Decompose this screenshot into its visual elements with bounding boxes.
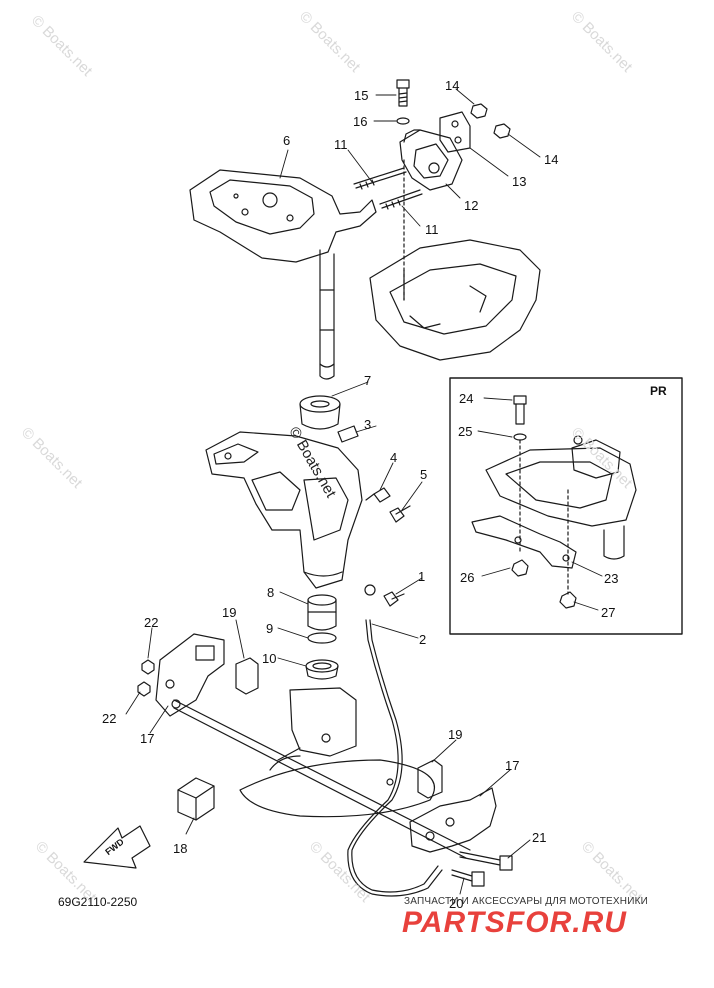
clamp-bracket-body — [239, 687, 435, 818]
callout-22: 22 — [102, 711, 117, 726]
pad-part-19-left — [235, 657, 259, 695]
brand-logo[interactable]: PARTSFOR.RU — [402, 906, 627, 939]
callout-9: 9 — [266, 621, 274, 636]
callout-6: 6 — [283, 133, 291, 148]
callout-26: 26 — [460, 570, 475, 585]
callout-12: 12 — [464, 198, 479, 213]
bolt-part-1 — [383, 591, 405, 607]
callout-11: 11 — [334, 137, 348, 152]
callout-19: 19 — [448, 727, 463, 742]
callout-13: 13 — [512, 174, 527, 189]
bushing-part-7 — [299, 395, 341, 430]
stud-part-11-upper — [353, 167, 407, 190]
callout-15: 15 — [354, 88, 369, 103]
callout-21: 21 — [532, 830, 547, 845]
washer-part-16 — [396, 117, 410, 125]
callout-27: 27 — [601, 605, 616, 620]
callout-11: 11 — [425, 222, 439, 237]
oring-part-9 — [307, 632, 337, 644]
steering-arm-part-6 — [189, 169, 377, 380]
callout-17: 17 — [505, 758, 520, 773]
upper-casing — [369, 159, 541, 361]
callout-18: 18 — [173, 841, 188, 856]
grease-nipple-part-4 — [365, 487, 391, 503]
pad-part-19-right — [417, 759, 443, 799]
callout-3: 3 — [364, 417, 372, 432]
callout-14: 14 — [445, 78, 460, 93]
callout-17: 17 — [140, 731, 155, 746]
swivel-bracket — [205, 431, 363, 589]
leader-lines — [125, 88, 603, 895]
clamp-part-17-right — [409, 787, 497, 853]
bolt-part-21 — [459, 851, 513, 871]
screw-part-5 — [389, 505, 411, 523]
bolt-part-15 — [396, 79, 410, 107]
callout-10: 10 — [262, 651, 277, 666]
mount-part-12 — [399, 129, 463, 191]
callout-20: 20 — [449, 896, 464, 911]
bolt-part-20 — [451, 869, 485, 887]
diagram-code: 69G2110-2250 — [58, 895, 138, 909]
plate-part-3 — [337, 425, 359, 443]
seal-part-10 — [305, 659, 339, 680]
inset-label: PR — [650, 384, 667, 398]
bushing-part-8 — [307, 594, 337, 631]
callout-19: 19 — [222, 605, 237, 620]
callout-1: 1 — [418, 569, 426, 584]
nut-part-22-upper — [141, 659, 155, 675]
pr-inset-box — [449, 377, 683, 635]
nut-part-22-lower — [137, 681, 151, 697]
terminal-ring — [364, 584, 376, 596]
fwd-arrow-icon — [83, 825, 151, 869]
nut-part-14-top — [470, 103, 488, 119]
callout-2: 2 — [419, 632, 427, 647]
callout-8: 8 — [267, 585, 275, 600]
callout-25: 25 — [458, 424, 473, 439]
clamp-part-17-left — [155, 633, 471, 859]
nut-part-14-right — [493, 123, 511, 139]
stud-part-11-lower — [379, 189, 423, 210]
callout-24: 24 — [459, 391, 474, 406]
callout-14: 14 — [544, 152, 559, 167]
callout-5: 5 — [420, 467, 428, 482]
callout-23: 23 — [604, 571, 619, 586]
brand-subtitle: ЗАПЧАСТИ И АКСЕССУАРЫ ДЛЯ МОТОТЕХНИКИ — [404, 896, 649, 907]
callout-22: 22 — [144, 615, 159, 630]
callout-4: 4 — [390, 450, 398, 465]
ground-cable-part-2 — [347, 619, 443, 897]
block-part-18 — [177, 777, 215, 821]
callout-16: 16 — [353, 114, 368, 129]
callout-7: 7 — [364, 373, 372, 388]
